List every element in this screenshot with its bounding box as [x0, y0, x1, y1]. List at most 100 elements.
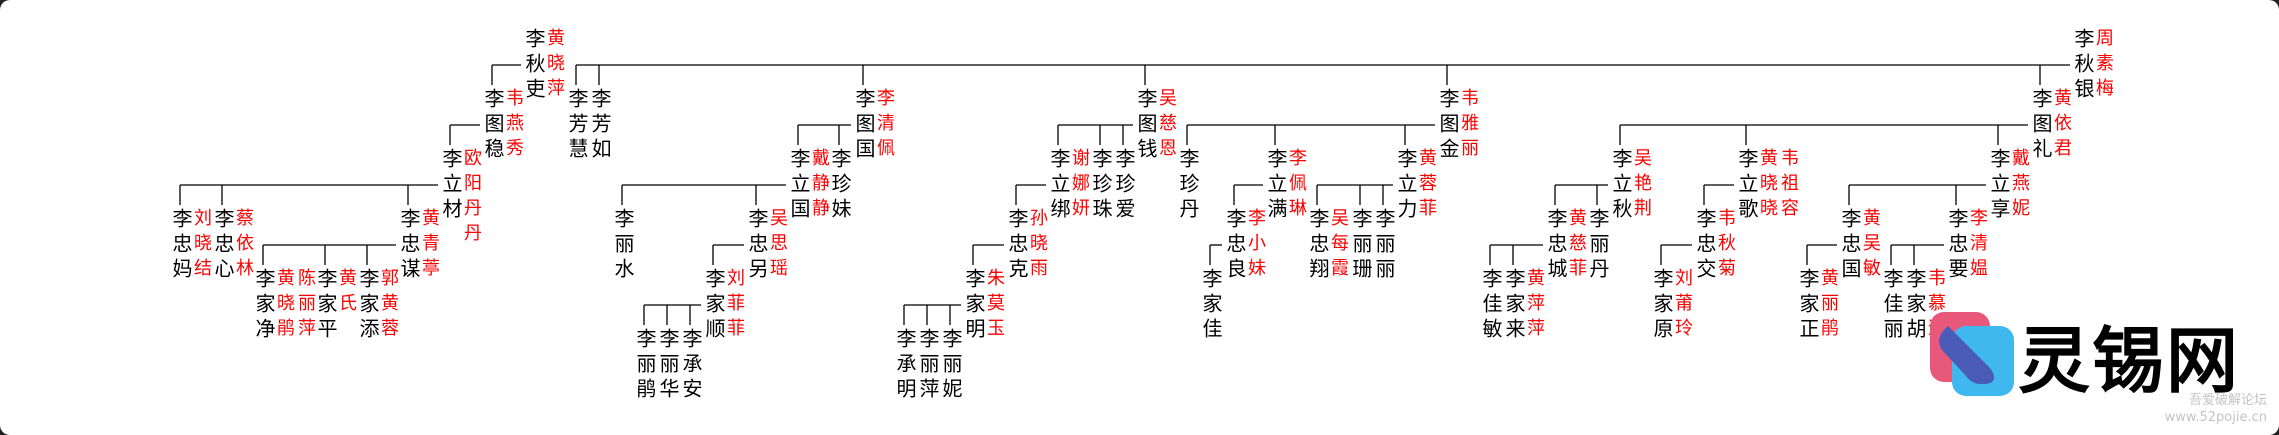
person-node[interactable]: 李丽珊	[1349, 208, 1373, 283]
person-node[interactable]: 李珍丹	[1176, 148, 1200, 223]
forum-name: 吾爱破解论坛	[2188, 393, 2267, 408]
person-name: 李家明	[962, 268, 986, 343]
person-name: 李丽鹃	[633, 328, 657, 403]
person-name: 李立绑	[1047, 148, 1071, 223]
person-name: 李家平	[314, 268, 338, 343]
person-node[interactable]: 李忠心蔡依林	[211, 208, 254, 283]
person-name: 李芳如	[588, 88, 612, 163]
person-name: 李图钱	[1134, 88, 1158, 163]
logo-text: 灵锡网	[2018, 319, 2241, 403]
person-name: 李家正	[1796, 268, 1820, 343]
person-name: 李家原	[1650, 268, 1674, 343]
person-node[interactable]: 李丽妮	[939, 328, 963, 403]
person-node[interactable]: 李家来黄萍萍	[1502, 268, 1545, 343]
person-name: 李丽丹	[1586, 208, 1610, 283]
person-node[interactable]: 李佳敏	[1479, 268, 1503, 343]
person-node[interactable]: 李家佳	[1199, 268, 1223, 343]
logo-icon	[1930, 312, 2014, 396]
spouse-name: 戴静静	[809, 148, 830, 223]
person-node[interactable]: 李珍妹	[828, 148, 852, 223]
person-node[interactable]: 李立满李佩琳	[1264, 148, 1307, 223]
person-node[interactable]: 李丽鹃	[633, 328, 657, 403]
person-name: 李图礼	[2029, 88, 2053, 163]
spouse-name: 刘菲菲	[724, 268, 745, 343]
spouse-name: 韦秋菊	[1715, 208, 1736, 283]
person-node[interactable]: 李佳丽	[1880, 268, 1904, 343]
person-node[interactable]: 李芳慧	[565, 88, 589, 163]
person-node[interactable]: 李忠良李小妹	[1223, 208, 1266, 283]
person-name: 李家净	[252, 268, 276, 343]
person-node[interactable]: 李承安	[679, 328, 703, 403]
spouse-name: 周素梅	[2093, 28, 2114, 103]
person-node[interactable]: 李家正黄丽鹃	[1796, 268, 1839, 343]
spouse-name: 戴燕妮	[2009, 148, 2030, 223]
person-node[interactable]: 李忠国黄吴敏	[1838, 208, 1881, 283]
spouse-name: 蔡依林	[233, 208, 254, 283]
person-node[interactable]: 李忠城黄慈菲	[1544, 208, 1587, 283]
person-name: 李珍妹	[828, 148, 852, 223]
person-node[interactable]: 李丽丹	[1586, 208, 1610, 283]
person-node[interactable]: 李忠克孙晓雨	[1005, 208, 1048, 283]
person-name: 李家来	[1502, 268, 1526, 343]
person-name: 李丽珊	[1349, 208, 1373, 283]
person-name: 李图国	[852, 88, 876, 163]
spouse-name: 黄萍萍	[1524, 268, 1545, 343]
person-node[interactable]: 李立秋吴艳荆	[1609, 148, 1652, 223]
person-node[interactable]: 李立享戴燕妮	[1987, 148, 2030, 223]
person-node[interactable]: 李图稳韦燕秀	[481, 88, 524, 163]
person-name: 李忠克	[1005, 208, 1029, 283]
spouse-name: 谢娜妍	[1069, 148, 1090, 223]
person-name: 李忠城	[1544, 208, 1568, 283]
person-node[interactable]: 李秋吏黄晓萍	[522, 28, 565, 103]
person-name: 李秋吏	[522, 28, 546, 103]
spouse-name: 韦燕秀	[503, 88, 524, 163]
person-node[interactable]: 李丽华	[656, 328, 680, 403]
person-node[interactable]: 李家添郭黄蓉	[356, 268, 399, 343]
spouse-name: 李小妹	[1245, 208, 1266, 283]
person-node[interactable]: 李家原刘莆玲	[1650, 268, 1693, 343]
person-node[interactable]: 李图钱吴慈恩	[1134, 88, 1177, 163]
person-node[interactable]: 李家明朱莫玉	[962, 268, 1005, 343]
spouse-name: 欧阳丹丹	[461, 148, 482, 248]
person-node[interactable]: 李图国李清佩	[852, 88, 895, 163]
person-node[interactable]: 李忠另吴思瑶	[745, 208, 788, 283]
person-node[interactable]: 李丽萍	[916, 328, 940, 403]
person-node[interactable]: 李家净黄晓鹃陈丽萍	[252, 268, 316, 343]
person-node[interactable]: 李家平黄氏	[314, 268, 357, 343]
person-node[interactable]: 李图礼黄依君	[2029, 88, 2072, 163]
person-node[interactable]: 李芳如	[588, 88, 612, 163]
person-node[interactable]: 李忠谋黄青葶	[397, 208, 440, 283]
person-name: 李珍丹	[1176, 148, 1200, 223]
person-node[interactable]: 李忠交韦秋菊	[1693, 208, 1736, 283]
person-node[interactable]: 李家顺刘菲菲	[702, 268, 745, 343]
spouse-name: 黄晓晓	[1757, 148, 1778, 223]
person-node[interactable]: 李忠翔吴每霞	[1306, 208, 1349, 283]
forum-watermark: 吾爱破解论坛 www.52pojie.cn	[2165, 392, 2267, 426]
person-node[interactable]: 李承明	[893, 328, 917, 403]
spouse-name: 吴思瑶	[767, 208, 788, 283]
watermark-logo: 灵锡网	[1930, 308, 2270, 408]
person-node[interactable]: 李忠妈刘晓结	[169, 208, 212, 283]
person-node[interactable]: 李丽丽	[1372, 208, 1396, 283]
person-node[interactable]: 李家胡韦慕道	[1903, 268, 1946, 343]
person-node[interactable]: 李忠要李清媪	[1945, 208, 1988, 283]
person-node[interactable]: 李丽水	[611, 208, 635, 283]
person-node[interactable]: 李珍爱	[1112, 148, 1136, 223]
person-node[interactable]: 李立材欧阳丹丹	[439, 148, 482, 248]
person-node[interactable]: 李立绑谢娜妍	[1047, 148, 1090, 223]
spouse-name: 韦雅丽	[1458, 88, 1479, 163]
person-node[interactable]: 李珍珠	[1089, 148, 1113, 223]
person-node[interactable]: 李立力黄蓉菲	[1394, 148, 1437, 223]
spouse-name: 李清佩	[874, 88, 895, 163]
person-name: 李立享	[1987, 148, 2011, 223]
person-node[interactable]: 李立歌黄晓晓韦祖容	[1735, 148, 1799, 223]
person-node[interactable]: 李立国戴静静	[787, 148, 830, 223]
person-node[interactable]: 李图金韦雅丽	[1436, 88, 1479, 163]
spouse-name: 郭黄蓉	[378, 268, 399, 343]
person-name: 李丽水	[611, 208, 635, 283]
spouse-name: 吴艳荆	[1631, 148, 1652, 223]
person-node[interactable]: 李秋银周素梅	[2071, 28, 2114, 103]
person-name: 李立国	[787, 148, 811, 223]
person-name: 李丽妮	[939, 328, 963, 403]
